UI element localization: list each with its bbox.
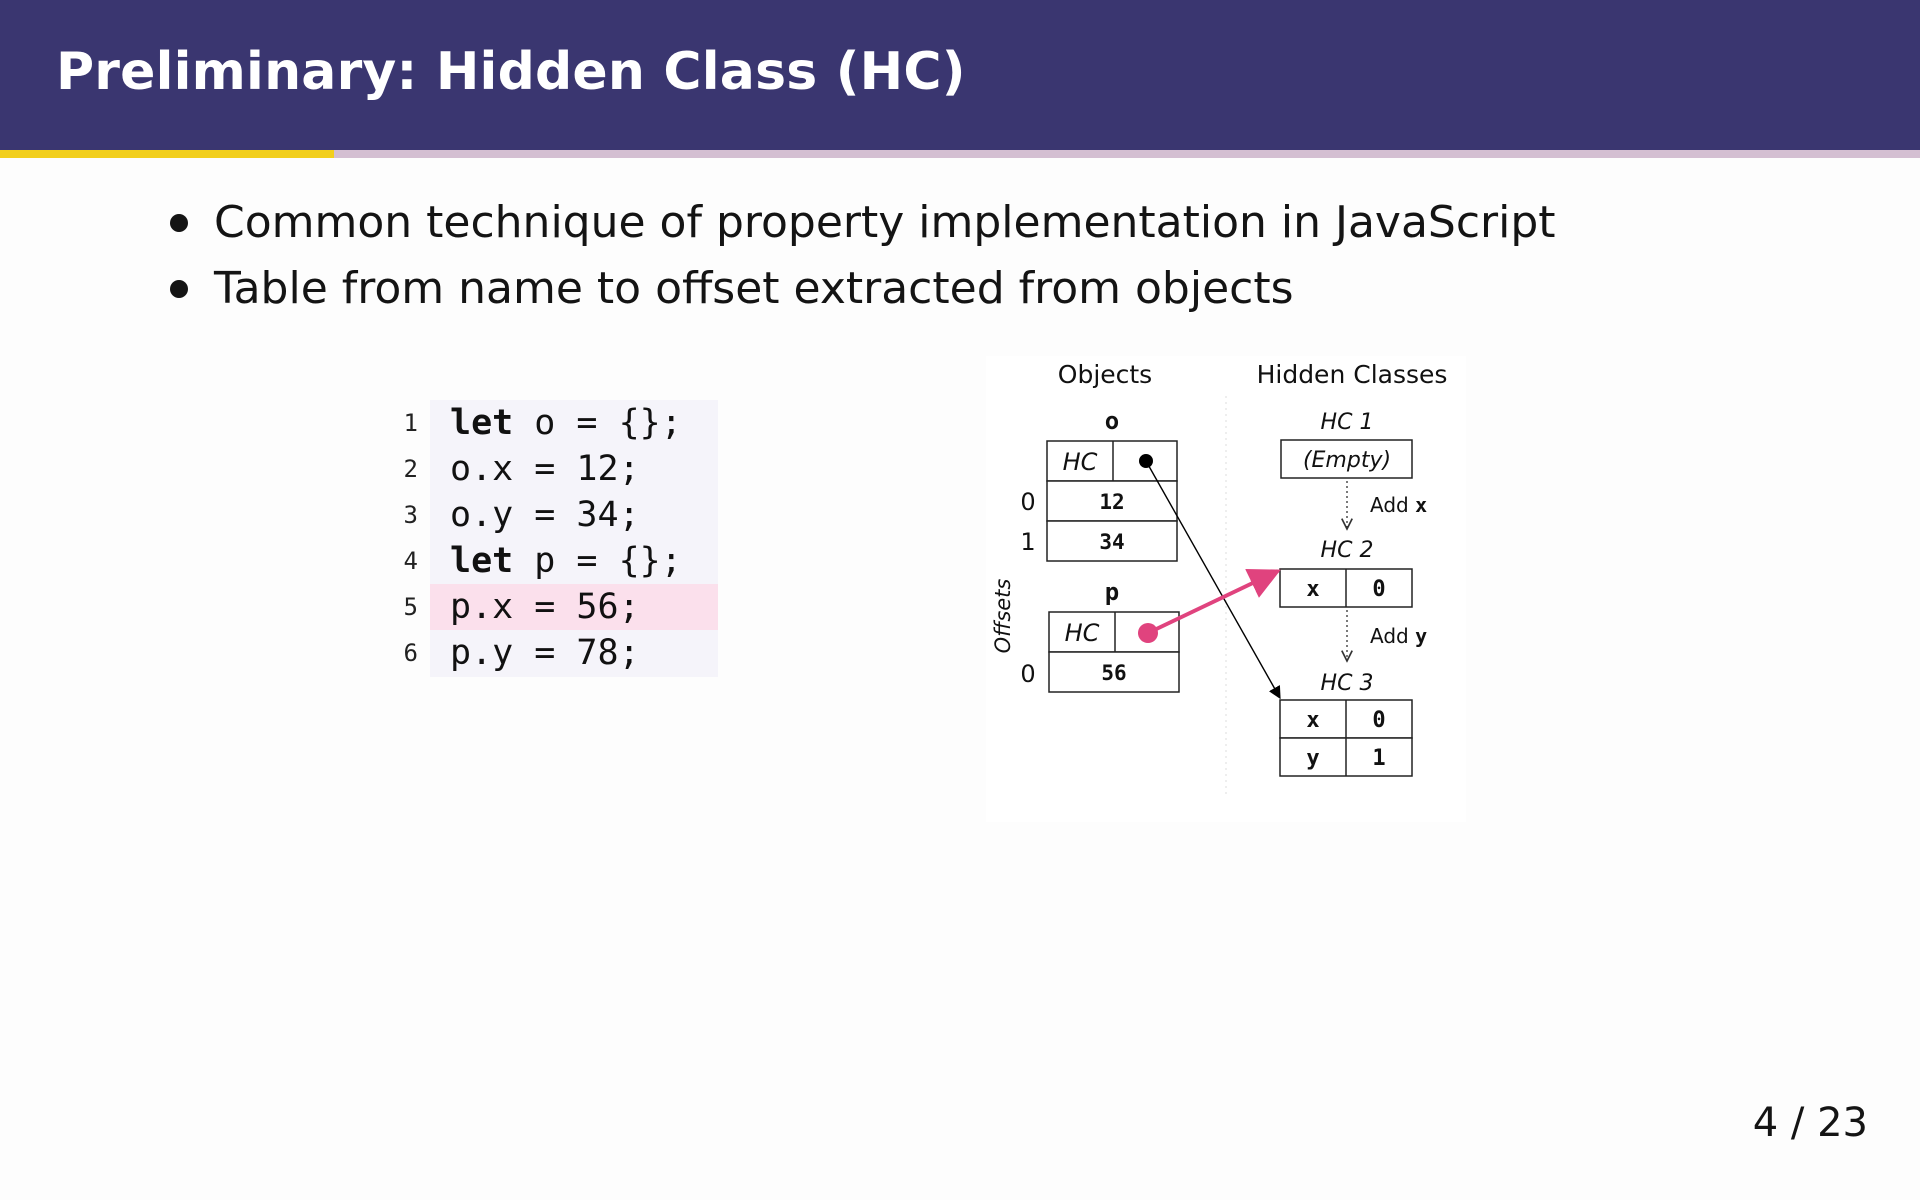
line-number: 5 <box>403 593 418 621</box>
bullet-list: Common technique of property implementat… <box>162 190 1556 322</box>
code-text: o.x = 12; <box>430 446 718 492</box>
progress-bar-fill <box>0 150 335 158</box>
line-number: 6 <box>403 639 418 667</box>
transition-add-y-text: Add <box>1370 624 1409 648</box>
bullet-dot-icon <box>170 280 188 298</box>
code-rest: o.y = 34; <box>450 495 640 535</box>
object-p-value-0: 56 <box>1101 661 1126 685</box>
transition-add-y-prop: y <box>1415 624 1427 648</box>
progress-bar <box>0 150 1920 158</box>
code-text: o.y = 34; <box>430 492 718 538</box>
line-number: 4 <box>403 547 418 575</box>
hc3-offset-x: 0 <box>1372 708 1385 733</box>
code-text: let o = {}; <box>430 400 718 446</box>
bullet-text: Table from name to offset extracted from… <box>214 263 1294 314</box>
object-o-offset-1: 1 <box>1020 528 1035 556</box>
code-rest: o.x = 12; <box>450 449 640 489</box>
bullet-item: Table from name to offset extracted from… <box>162 256 1556 322</box>
bullet-dot-icon <box>170 214 188 232</box>
hc3-prop-y: y <box>1306 746 1319 771</box>
object-o-value-1: 34 <box>1099 530 1124 554</box>
hc2-prop-x: x <box>1306 577 1319 602</box>
object-o-hc-label: HC <box>1063 448 1098 476</box>
code-keyword: let <box>450 541 514 581</box>
hc2-offset-x: 0 <box>1372 577 1385 602</box>
transition-add-x-prop: x <box>1415 493 1427 517</box>
page-number: 4 / 23 <box>1752 1100 1868 1146</box>
object-o-to-hc3-arrow <box>1145 460 1281 700</box>
code-rest: p.x = 56; <box>450 587 640 627</box>
code-rest: p.y = 78; <box>450 633 640 673</box>
code-text: p.y = 78; <box>430 630 718 676</box>
bullet-item: Common technique of property implementat… <box>162 190 1556 256</box>
hc1-content: (Empty) <box>1303 448 1391 473</box>
transition-add-y-label: Add y <box>1370 624 1427 648</box>
hc1-name: HC 1 <box>1321 410 1374 435</box>
code-rest: p = {}; <box>513 541 682 581</box>
slide-header: Preliminary: Hidden Class (HC) <box>0 0 1920 150</box>
object-p-to-hc2-arrow <box>1147 568 1281 635</box>
offsets-label: Offsets <box>991 579 1015 654</box>
slide-title: Preliminary: Hidden Class (HC) <box>56 42 966 102</box>
object-p-hc-label: HC <box>1065 619 1100 647</box>
hc3-offset-y: 1 <box>1372 746 1385 771</box>
object-p-name: p <box>1105 578 1119 606</box>
object-o-offset-0: 0 <box>1020 488 1035 516</box>
object-o-slot-0 <box>1046 480 1178 522</box>
code-keyword: let <box>450 403 514 443</box>
object-p-offset-0: 0 <box>1020 660 1035 688</box>
line-number: 3 <box>403 501 418 529</box>
hc1-box <box>1280 439 1413 479</box>
transition-add-x-label: Add x <box>1370 493 1427 517</box>
objects-header: Objects <box>1058 360 1152 389</box>
code-text: let p = {}; <box>430 538 718 584</box>
hidden-classes-header: Hidden Classes <box>1257 360 1448 389</box>
hc3-name: HC 3 <box>1321 671 1374 696</box>
object-o-name: o <box>1105 407 1119 435</box>
transition-add-x-text: Add <box>1370 493 1409 517</box>
object-o-slot-1 <box>1046 520 1178 562</box>
object-o-value-0: 12 <box>1099 490 1124 514</box>
line-number: 1 <box>403 409 418 437</box>
hidden-class-diagram: Objects Hidden Classes Offsets o HC 12 3… <box>986 356 1466 822</box>
code-text: p.x = 56; <box>430 584 718 630</box>
line-number: 2 <box>403 455 418 483</box>
code-rest: o = {}; <box>513 403 682 443</box>
hc3-prop-x: x <box>1306 708 1319 733</box>
hc2-name: HC 2 <box>1321 538 1374 563</box>
bullet-text: Common technique of property implementat… <box>214 197 1556 248</box>
object-p-slot-0 <box>1048 651 1180 693</box>
code-background <box>430 400 718 677</box>
